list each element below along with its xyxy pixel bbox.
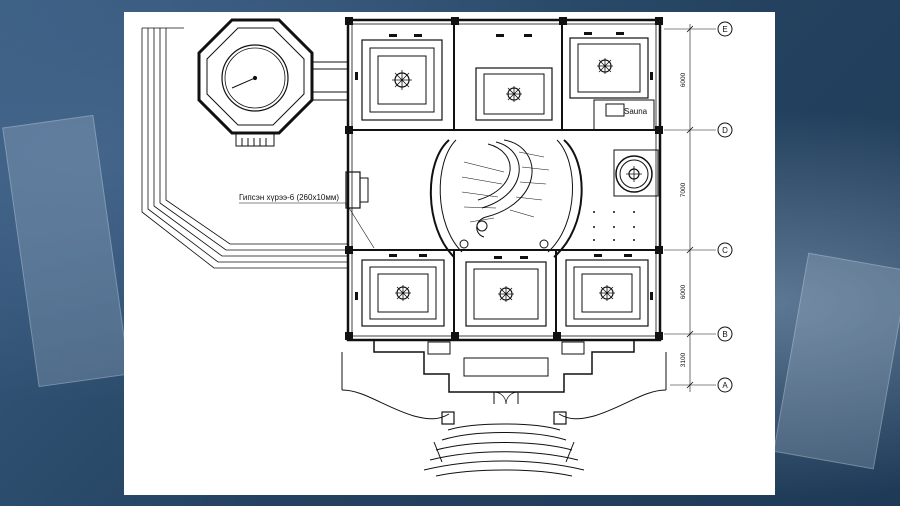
grid-bubble-c: C <box>717 242 733 258</box>
front-steps <box>423 423 585 477</box>
ceiling-panel-top-middle <box>475 67 553 121</box>
grid-label-d: D <box>722 126 728 135</box>
grid-axis <box>664 24 716 392</box>
round-room <box>613 149 659 197</box>
front-porch <box>373 340 635 405</box>
terrace-outline <box>141 27 349 269</box>
wall-marks <box>355 32 653 300</box>
grid-label-b: B <box>722 330 727 339</box>
grid-label-e: E <box>722 25 727 34</box>
annotation-callout: Гипсэн хүрээ-6 (260x10мм) <box>239 193 375 249</box>
grid-label-c: C <box>722 246 728 255</box>
grid-bubble-d: D <box>717 122 733 138</box>
ceiling-panel-bottom-middle <box>465 261 547 327</box>
dimension-e-d: 6000 <box>680 72 687 87</box>
front-curved-walls <box>341 352 667 425</box>
dimension-b-a: 3100 <box>680 352 687 367</box>
sauna-room: Sauna <box>593 99 655 131</box>
sauna-label: Sauna <box>624 107 648 116</box>
ceiling-light-dots <box>593 211 635 241</box>
grid-label-a: A <box>722 381 728 390</box>
grid-bubble-a: A <box>717 377 733 393</box>
house-outer-walls <box>346 18 662 342</box>
ceiling-panel-top-right <box>569 37 649 99</box>
columns <box>345 17 663 340</box>
grid-bubble-b: B <box>717 326 733 342</box>
floor-plan-sheet: Sauna <box>124 12 775 495</box>
grid-bubble-e: E <box>717 21 733 37</box>
ceiling-panel-bottom-left <box>361 259 445 327</box>
dimension-c-b: 6000 <box>680 284 687 299</box>
annotation-text: Гипсэн хүрээ-6 (260x10мм) <box>239 193 339 202</box>
ceiling-panel-bottom-right <box>565 259 649 327</box>
grand-staircase <box>429 139 583 258</box>
ceiling-panel-top-left <box>361 39 443 121</box>
floor-plan-drawing: Sauna <box>141 17 733 477</box>
octagon-gazebo <box>197 18 349 147</box>
dimension-d-c: 7000 <box>680 182 687 197</box>
fireplace <box>345 171 369 209</box>
